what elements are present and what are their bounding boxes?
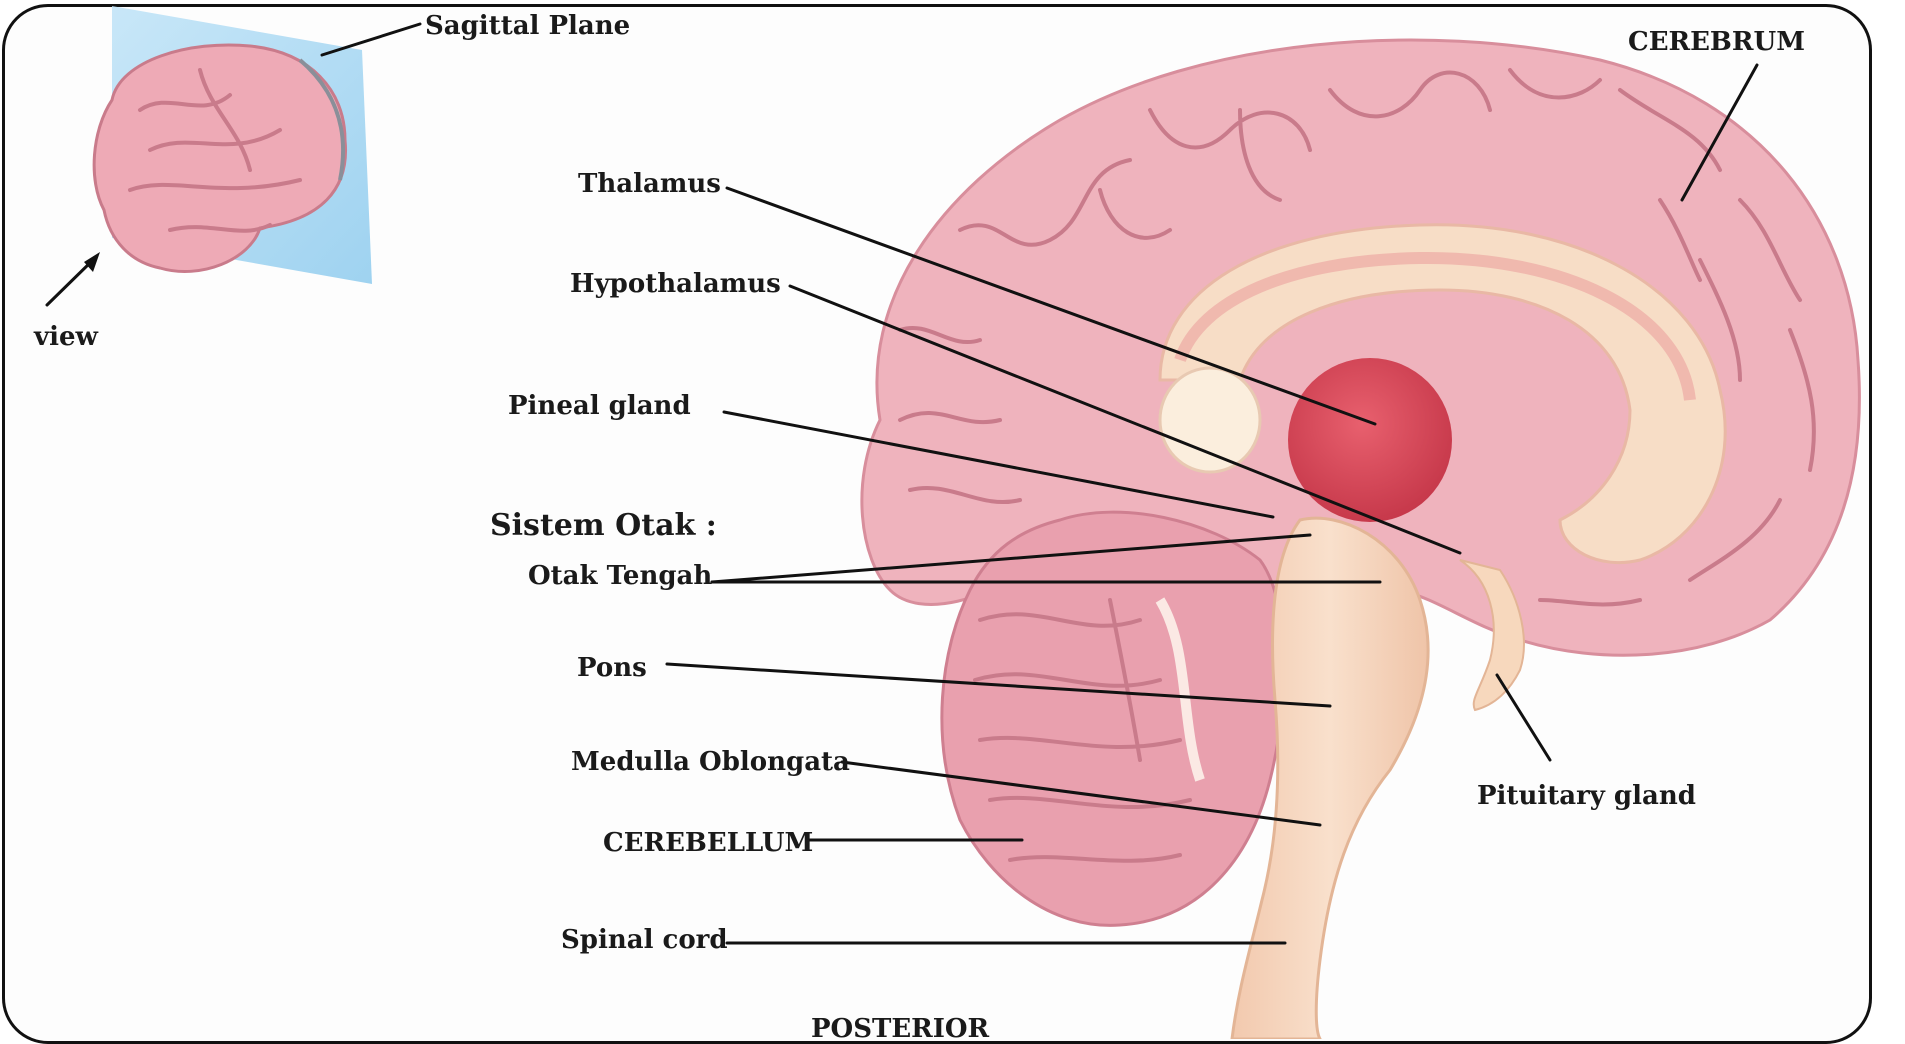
brainstem-icon (1230, 516, 1430, 1039)
view-label: view (33, 322, 99, 352)
pineal-gland-label: Pineal gland (508, 391, 691, 421)
medulla-oblongata-label: Medulla Oblongata (571, 747, 850, 777)
cerebellum-label: CEREBELLUM (603, 828, 813, 858)
cerebellum-icon (940, 510, 1286, 927)
fornix-icon (1158, 366, 1262, 474)
sagittal-plane-label: Sagittal Plane (425, 11, 630, 41)
thalamus-label: Thalamus (578, 169, 721, 199)
pons-label: Pons (577, 653, 647, 683)
leader-lines (665, 63, 1759, 945)
view-arrow-icon (84, 252, 100, 272)
corpus-callosum-icon (1158, 223, 1727, 565)
pituitary-icon (1459, 559, 1525, 712)
spinal-cord-label: Spinal cord (561, 925, 728, 955)
hypothalamus-label: Hypothalamus (570, 269, 781, 299)
posterior-label: POSTERIOR (811, 1014, 990, 1039)
labels: CEREBRUM Thalamus Hypothalamus Pineal gl… (490, 27, 1805, 1039)
pituitary-gland-label: Pituitary gland (1477, 781, 1696, 811)
main-brain (860, 38, 1861, 1039)
otak-tengah-label: Otak Tengah (528, 561, 712, 591)
sagittal-inset: Sagittal Plane view (33, 6, 630, 352)
cerebrum-label: CEREBRUM (1628, 27, 1805, 57)
thalamus-icon (1288, 358, 1452, 522)
sistem-otak-label: Sistem Otak : (490, 508, 717, 543)
